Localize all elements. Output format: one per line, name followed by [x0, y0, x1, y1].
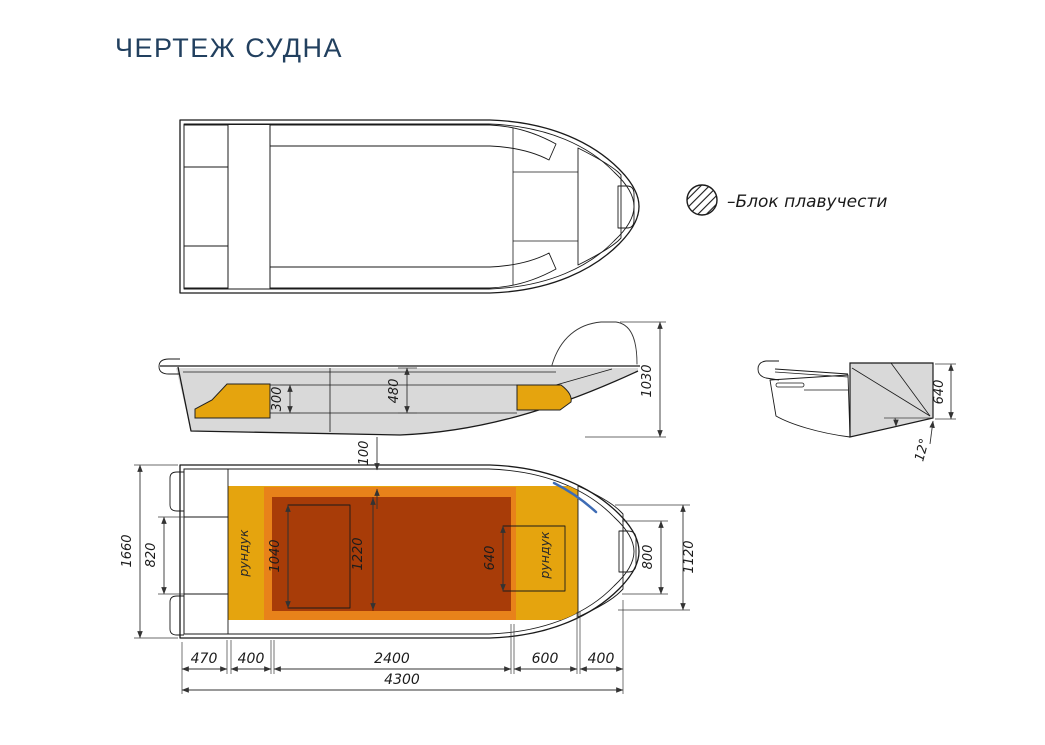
top-view-hull-inner-line	[183, 123, 635, 290]
plan-view: рундук рундук 100 1660 820 1040 1220 640…	[120, 437, 697, 694]
transom-side-quarter	[769, 374, 851, 438]
foredeck-line	[555, 368, 613, 386]
top-view	[179, 119, 640, 294]
buoyancy-strip-starboard	[269, 252, 557, 289]
transom-gunwale-hook	[757, 360, 780, 381]
buoyancy-block-stern-top	[183, 468, 229, 518]
locker-right-label: рундук	[537, 531, 552, 580]
locker-left-label: рундук	[236, 529, 251, 578]
dim-beam-overall: 1660	[120, 534, 135, 567]
dim-gunwale-width: 100	[357, 441, 372, 466]
buoyancy-block-swatch-icon	[686, 184, 718, 216]
dim-seg-1: 470	[191, 651, 218, 667]
dim-floor-width-aft: 1040	[268, 539, 283, 572]
stern-buoyancy-block-side	[194, 383, 271, 419]
top-view-hull-outline	[179, 119, 640, 294]
stern-handle	[158, 358, 180, 375]
transom-shelf-bar	[775, 382, 805, 388]
legend: –Блок плавучести	[686, 184, 887, 216]
dim-bow-width: 1120	[682, 540, 697, 573]
dim-cockpit-depth: 480	[387, 379, 402, 404]
dim-seat-height: 300	[270, 387, 285, 412]
buoyancy-block-bow	[577, 485, 624, 618]
dim-floor-width-fwd: 640	[483, 546, 498, 571]
transom-fold-line-1	[851, 367, 931, 417]
transom-fold-line-2	[890, 362, 931, 417]
dim-seg-5: 400	[588, 651, 615, 667]
buoyancy-bow-block	[577, 147, 622, 266]
bow-buoyancy-block-side	[516, 384, 572, 411]
dim-transom-inner-width: 820	[144, 543, 159, 568]
dim-floor-width-mid: 1220	[351, 537, 366, 570]
aft-bench	[227, 124, 271, 290]
side-hull-outline	[177, 366, 639, 436]
dim-transom-height: 640	[932, 380, 947, 405]
dim-length-overall: 4300	[384, 672, 420, 688]
bow-rail	[551, 321, 638, 366]
stern-handle-top	[169, 471, 184, 512]
bow-deck-plate	[617, 185, 635, 229]
dim-seg-3: 2400	[374, 651, 410, 667]
transom-view: 640 12°	[757, 360, 956, 463]
buoyancy-stern-block-bottom	[183, 245, 229, 289]
dim-bow-inner-width: 800	[641, 545, 656, 570]
dim-deadrise-angle: 12°	[912, 437, 932, 463]
stern-handle-bottom	[169, 595, 184, 636]
dim-seg-4: 600	[532, 651, 559, 667]
dim-overall-height: 1030	[640, 364, 655, 397]
bow-plate-plan	[618, 530, 637, 573]
motor-well	[183, 166, 229, 247]
stern-bench	[183, 516, 229, 595]
side-view: 300 480 1030	[158, 321, 666, 438]
bow-rail-plan	[552, 481, 598, 514]
page-title: ЧЕРТЕЖ СУДНА	[115, 33, 343, 63]
buoyancy-stern-block-top	[183, 124, 229, 168]
legend-label: –Блок плавучести	[727, 192, 887, 212]
buoyancy-strip-port	[269, 124, 557, 161]
plan-hull-outline	[179, 464, 640, 639]
cockpit-floor	[272, 497, 511, 611]
dim-seg-2: 400	[238, 651, 265, 667]
buoyancy-block-stern-bottom	[183, 593, 229, 635]
